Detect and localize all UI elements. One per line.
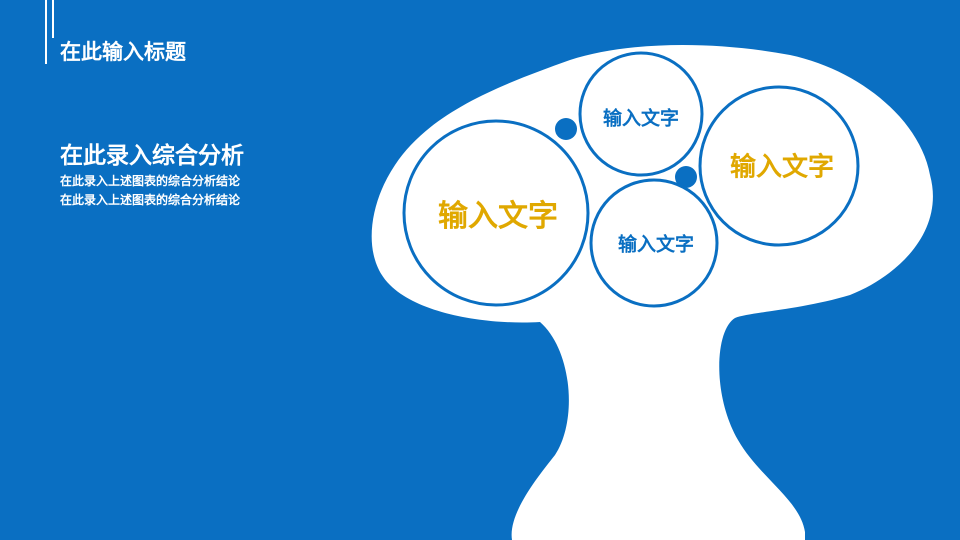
- bubble-circle-top[interactable]: [578, 51, 704, 177]
- analysis-heading[interactable]: 在此录入综合分析: [60, 143, 244, 169]
- page-title[interactable]: 在此输入标题: [60, 40, 186, 64]
- title-accent-bar-short: [52, 0, 54, 38]
- bubble-label-right[interactable]: 输入文字: [729, 152, 835, 183]
- bubble-label-left[interactable]: 输入文字: [438, 199, 558, 234]
- bubble-label-bottom[interactable]: 输入文字: [617, 233, 695, 256]
- connector-dot-1: [555, 118, 577, 140]
- bubble-label-top[interactable]: 输入文字: [602, 107, 680, 130]
- analysis-line-1[interactable]: 在此录入上述图表的综合分析结论: [60, 174, 241, 188]
- bubble-circle-bottom[interactable]: [589, 178, 719, 308]
- bubble-circle-left[interactable]: [402, 119, 590, 307]
- connector-dot-2: [675, 166, 697, 188]
- bubble-circle-right[interactable]: [698, 85, 860, 247]
- analysis-line-2[interactable]: 在此录入上述图表的综合分析结论: [60, 193, 241, 207]
- title-accent-bar-long: [45, 0, 47, 64]
